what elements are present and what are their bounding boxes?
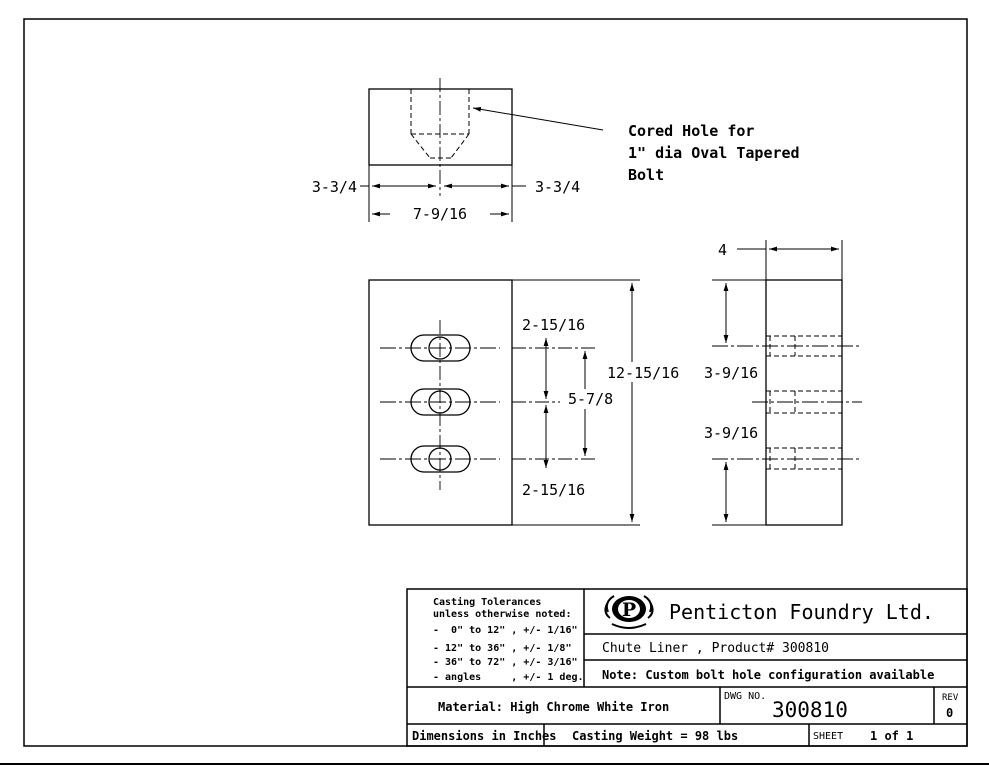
dim-top-spacing-label: 2-15/16 bbox=[522, 316, 585, 334]
dim-width-label: 7-9/16 bbox=[413, 205, 467, 223]
dim-center-label: 5-7/8 bbox=[568, 390, 613, 408]
dim-thickness-label: 4 bbox=[718, 241, 727, 259]
cored-hole-hidden bbox=[410, 89, 470, 159]
oval-slot-1 bbox=[410, 334, 471, 362]
logo-letter: P bbox=[622, 599, 636, 621]
dwg-number: 300810 bbox=[772, 698, 848, 722]
drawing-border bbox=[23, 18, 968, 747]
drawing-note: Note: Custom bolt hole configuration ava… bbox=[602, 668, 934, 682]
dim-bottom-spacing-label: 2-15/16 bbox=[522, 481, 585, 499]
tolerance-row-4: - angles , +/- 1 deg. bbox=[433, 672, 584, 683]
rev-label: REV bbox=[942, 693, 959, 703]
title-block-frame bbox=[406, 588, 968, 747]
company-name: Penticton Foundry Ltd. bbox=[669, 600, 934, 624]
tolerances-subheading: unless otherwise noted: bbox=[433, 608, 571, 620]
part-name: Chute Liner , Product# 300810 bbox=[602, 641, 829, 656]
cored-hole-leader bbox=[472, 106, 604, 131]
sheet-value: 1 of 1 bbox=[870, 729, 913, 743]
dim-lower-label: 3-9/16 bbox=[704, 424, 758, 442]
casting-weight: Casting Weight = 98 lbs bbox=[572, 729, 738, 743]
oval-slot-3 bbox=[410, 445, 471, 473]
tolerances-heading: Casting Tolerances bbox=[433, 596, 541, 608]
hole-centerlines bbox=[380, 347, 500, 460]
units-label: Dimensions in Inches bbox=[412, 729, 557, 743]
dim-left-label: 3-3/4 bbox=[312, 178, 357, 196]
side-view bbox=[712, 240, 862, 526]
tolerance-row-2: - 12" to 36" , +/- 1/8" bbox=[433, 643, 571, 654]
leader-note-line-2: 1" dia Oval Tapered bbox=[628, 144, 800, 162]
front-view bbox=[368, 279, 640, 526]
dim-height-label: 12-15/16 bbox=[607, 364, 679, 382]
side-hidden-holes bbox=[766, 335, 842, 470]
leader-note-line-3: Bolt bbox=[628, 166, 664, 184]
title-block bbox=[406, 588, 968, 747]
side-view-outline bbox=[765, 279, 843, 526]
top-view-outline bbox=[368, 88, 513, 166]
rev-value: 0 bbox=[946, 706, 953, 720]
front-view-outline bbox=[368, 279, 513, 526]
tolerance-row-1: - 0" to 12" , +/- 1/16" bbox=[433, 625, 578, 636]
dim-upper-label: 3-9/16 bbox=[704, 364, 758, 382]
oval-slot-2 bbox=[410, 388, 471, 416]
leader-note-line-1: Cored Hole for bbox=[628, 122, 754, 140]
sheet-label: SHEET bbox=[813, 731, 843, 742]
material-label: Material: High Chrome White Iron bbox=[438, 700, 669, 714]
top-view bbox=[360, 78, 604, 222]
tolerance-row-3: - 36" to 72" , +/- 3/16" bbox=[433, 657, 578, 668]
dim-right-label: 3-3/4 bbox=[535, 178, 580, 196]
dwg-no-label: DWG NO. bbox=[724, 691, 766, 702]
company-logo: P bbox=[604, 595, 654, 629]
